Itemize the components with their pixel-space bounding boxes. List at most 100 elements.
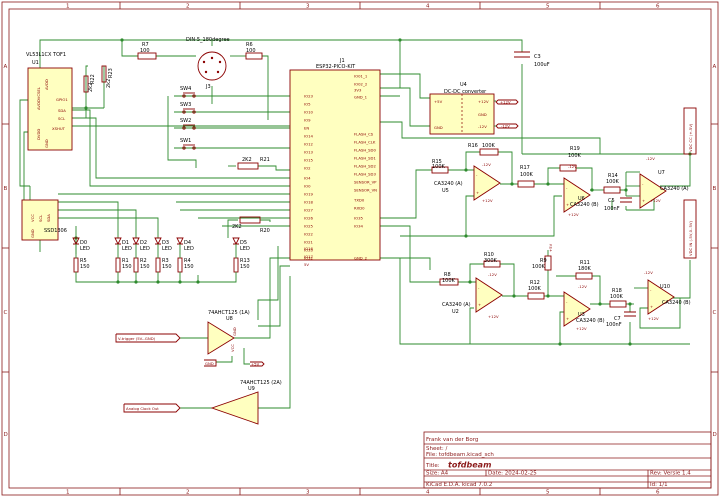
led-symbol xyxy=(176,237,184,246)
esp-pin-left: IO5 xyxy=(304,101,311,106)
svg-text:6: 6 xyxy=(656,490,660,496)
svg-text:-12V: -12V xyxy=(646,156,655,161)
led-ref: D5 xyxy=(240,240,247,246)
svg-text:C7: C7 xyxy=(614,316,621,322)
col-1: 1 xyxy=(66,4,70,10)
esp-pin-left: IO0 xyxy=(304,183,311,188)
svg-text:R7: R7 xyxy=(142,42,149,48)
svg-text:100K: 100K xyxy=(528,286,542,292)
svg-text:100K: 100K xyxy=(532,264,546,270)
led-resistor-value: 150 xyxy=(162,264,172,270)
svg-text:ESP32-PICO-KIT: ESP32-PICO-KIT xyxy=(316,64,356,70)
svg-text:-12V: -12V xyxy=(488,272,497,277)
svg-text:100K: 100K xyxy=(606,179,620,185)
svg-text:R14: R14 xyxy=(608,173,618,179)
svg-text:C3: C3 xyxy=(534,54,541,60)
opamp-stage-top: R15 100K R16 100K - + CA3240 (A) U5 R17 … xyxy=(431,143,689,217)
svg-text:R21: R21 xyxy=(260,157,270,163)
svg-text:CA3240 (B): CA3240 (B) xyxy=(576,318,605,324)
esp-pin-left: IO27 xyxy=(304,207,314,212)
esp-pin-right: IO35 xyxy=(354,215,364,220)
svg-text:CA3240 (A): CA3240 (A) xyxy=(442,302,471,308)
led-resistor xyxy=(177,257,183,273)
led-symbol xyxy=(114,237,122,246)
esp-pin-right: IO34 xyxy=(354,223,364,228)
svg-text:DIN-5_180degree: DIN-5_180degree xyxy=(186,37,230,43)
esp-pin-right: GND_1 xyxy=(354,94,368,99)
svg-text:VL53L1CX TOF1: VL53L1CX TOF1 xyxy=(26,52,66,58)
svg-text:+12V: +12V xyxy=(500,100,511,105)
svg-text:AVDD: AVDD xyxy=(44,79,49,90)
svg-text:R9: R9 xyxy=(540,258,547,264)
u1-tof-sensor: VL53L1CX TOF1 U1 AVDDVCSEL AVDD GPIO1 SD… xyxy=(26,52,73,151)
svg-text:U5: U5 xyxy=(442,188,449,194)
svg-text:+: + xyxy=(650,304,653,309)
svg-text:-12V: -12V xyxy=(501,124,510,129)
led-symbol xyxy=(232,237,240,246)
led-resistor-ref: R1 xyxy=(122,258,129,264)
svg-text:R17: R17 xyxy=(520,165,530,171)
svg-text:+12V: +12V xyxy=(478,99,489,104)
title-block-id: Id: 1/1 xyxy=(650,482,668,488)
output-labels: VDC CC (+-5V) VDC IN (-5V,0..5V) xyxy=(683,107,697,259)
svg-text:-: - xyxy=(478,285,480,290)
svg-text:AVDDVCSEL: AVDDVCSEL xyxy=(36,86,41,110)
svg-text:R11: R11 xyxy=(580,260,590,266)
svg-text:-: - xyxy=(566,185,568,190)
svg-text:100K: 100K xyxy=(432,164,446,170)
led-label: LED xyxy=(184,246,194,252)
led-label: LED xyxy=(140,246,150,252)
svg-text:+12V: +12V xyxy=(568,212,579,217)
svg-text:SCL: SCL xyxy=(38,214,43,222)
esp-pin-left: IO10 xyxy=(304,109,314,114)
svg-text:-: - xyxy=(650,287,652,292)
plus12-flags-top: +12V +12V +12V -12V -12V -12V xyxy=(482,156,661,217)
svg-text:R10: R10 xyxy=(484,252,494,258)
svg-text:R16: R16 xyxy=(468,143,478,149)
svg-text:VCC: VCC xyxy=(230,344,235,352)
led-ref: D4 xyxy=(184,240,191,246)
svg-text:5: 5 xyxy=(546,490,550,496)
svg-text:CA3240 (A): CA3240 (A) xyxy=(434,181,463,187)
svg-text:100: 100 xyxy=(246,48,256,54)
led-resistor xyxy=(233,257,239,273)
svg-text:U8: U8 xyxy=(226,316,233,322)
switches: SW4 SW3 SW2 SW1 xyxy=(180,86,196,150)
svg-text:-: - xyxy=(566,299,568,304)
svg-text:GND: GND xyxy=(205,361,214,366)
svg-text:R23: R23 xyxy=(108,68,114,78)
svg-text:3: 3 xyxy=(306,490,310,496)
svg-text:SSD1306: SSD1306 xyxy=(44,228,67,234)
svg-text:SW1: SW1 xyxy=(180,138,191,144)
led-resistor xyxy=(115,257,121,273)
svg-text:-12V: -12V xyxy=(482,162,491,167)
esp-pin-right: GND_2 xyxy=(354,255,368,260)
c3-capacitor: C3 100uF xyxy=(514,51,550,68)
esp-pin-left: IO9 xyxy=(304,117,311,122)
svg-text:-12V: -12V xyxy=(478,124,487,129)
esp-pin-right: FLASH_CS xyxy=(354,131,374,136)
title-block-author: Frank van der Borg xyxy=(426,437,478,443)
col-6: 6 xyxy=(656,4,660,10)
svg-text:100K: 100K xyxy=(520,172,534,178)
esp-pin-left: IO32 xyxy=(304,255,314,260)
svg-text:R19: R19 xyxy=(570,146,580,152)
esp-pin-left: EN xyxy=(304,125,309,130)
esp-pin-left: IO21 xyxy=(304,239,314,244)
svg-text:-12V: -12V xyxy=(578,284,587,289)
svg-text:+5V: +5V xyxy=(251,362,260,367)
svg-text:-12V: -12V xyxy=(644,270,653,275)
pullup-resistors: R22 R23 2k2 2k2 xyxy=(83,65,114,93)
svg-text:SW3: SW3 xyxy=(180,102,191,108)
svg-text:U3: U3 xyxy=(578,312,585,318)
esp-pin-left: IO12 xyxy=(304,141,314,146)
svg-text:D: D xyxy=(4,432,8,438)
svg-text:+: + xyxy=(642,198,645,203)
pm12-flags-bottom: -12V +12V -12V +12V -12V +12V xyxy=(488,270,659,331)
svg-text:IO16: IO16 xyxy=(304,246,314,251)
esp-pin-right: FLASH_CLK xyxy=(354,139,376,144)
led-resistor-value: 150 xyxy=(184,264,194,270)
esp-pin-left: IO25 xyxy=(304,223,314,228)
svg-text:Analog Clock Out: Analog Clock Out xyxy=(126,406,159,411)
